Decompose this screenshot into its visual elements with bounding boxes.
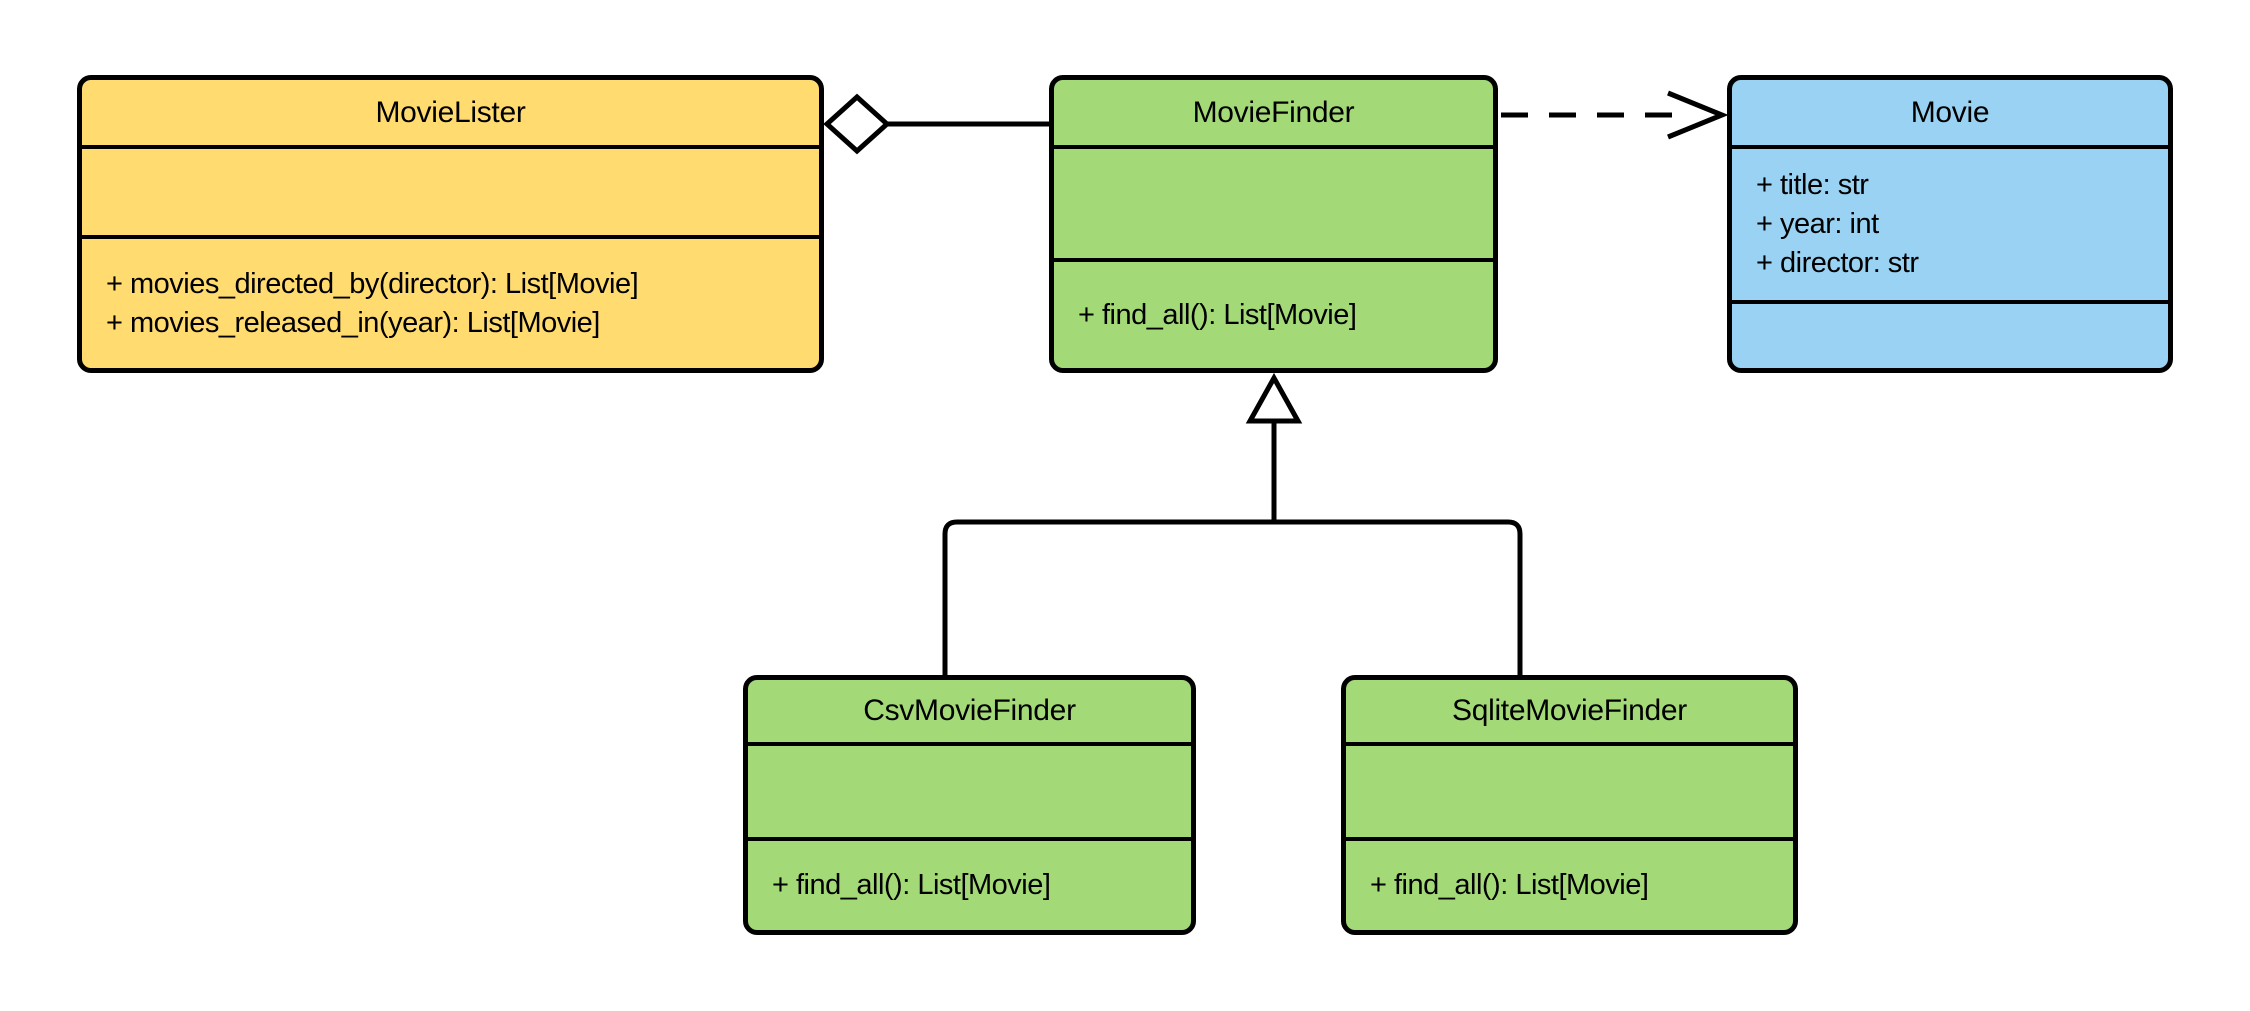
class-name-moviefinder: MovieFinder	[1192, 95, 1355, 129]
class-box-sqlitemoviefinder: SqliteMovieFinder + find_all(): List[Mov…	[1341, 675, 1798, 935]
attribute-line: + director: str	[1756, 247, 1919, 279]
methods-compartment: + movies_directed_by(director): List[Mov…	[82, 235, 819, 368]
attribute-line: + year: int	[1756, 208, 1879, 240]
attributes-compartment	[1346, 742, 1793, 837]
class-box-movie: Movie + title: str + year: int + directo…	[1727, 75, 2173, 373]
generalization-branch-line	[942, 519, 1523, 677]
attribute-line: + title: str	[1756, 169, 1869, 201]
methods-compartment	[1732, 300, 2168, 368]
class-box-movielister: MovieLister + movies_directed_by(directo…	[77, 75, 824, 373]
dependency-arrowhead-icon	[1667, 90, 1729, 140]
aggregation-diamond-icon	[823, 93, 891, 155]
class-name-sqlitemoviefinder: SqliteMovieFinder	[1451, 694, 1687, 727]
methods-compartment: + find_all(): List[Movie]	[1054, 258, 1493, 368]
attributes-compartment	[82, 145, 819, 235]
attributes-compartment	[748, 742, 1191, 837]
class-name-movie: Movie	[1910, 95, 1990, 129]
class-name-movielister: MovieLister	[375, 95, 526, 129]
class-box-csvmoviefinder: CsvMovieFinder + find_all(): List[Movie]	[743, 675, 1196, 935]
methods-compartment: + find_all(): List[Movie]	[748, 837, 1191, 930]
attributes-compartment	[1054, 145, 1493, 258]
method-line: + find_all(): List[Movie]	[772, 869, 1051, 901]
method-line: + find_all(): List[Movie]	[1370, 869, 1649, 901]
class-name-csvmoviefinder: CsvMovieFinder	[863, 694, 1076, 727]
generalization-edge	[942, 372, 1523, 677]
method-line: + movies_directed_by(director): List[Mov…	[106, 267, 639, 300]
method-line: + find_all(): List[Movie]	[1078, 298, 1357, 331]
method-line: + movies_released_in(year): List[Movie]	[106, 306, 600, 339]
generalization-triangle-icon	[1245, 372, 1303, 424]
methods-compartment: + find_all(): List[Movie]	[1346, 837, 1793, 930]
dependency-edge	[1501, 90, 1729, 140]
aggregation-edge	[823, 93, 1049, 155]
class-box-moviefinder: MovieFinder + find_all(): List[Movie]	[1049, 75, 1498, 373]
attributes-compartment: + title: str + year: int + director: str	[1732, 145, 2168, 300]
